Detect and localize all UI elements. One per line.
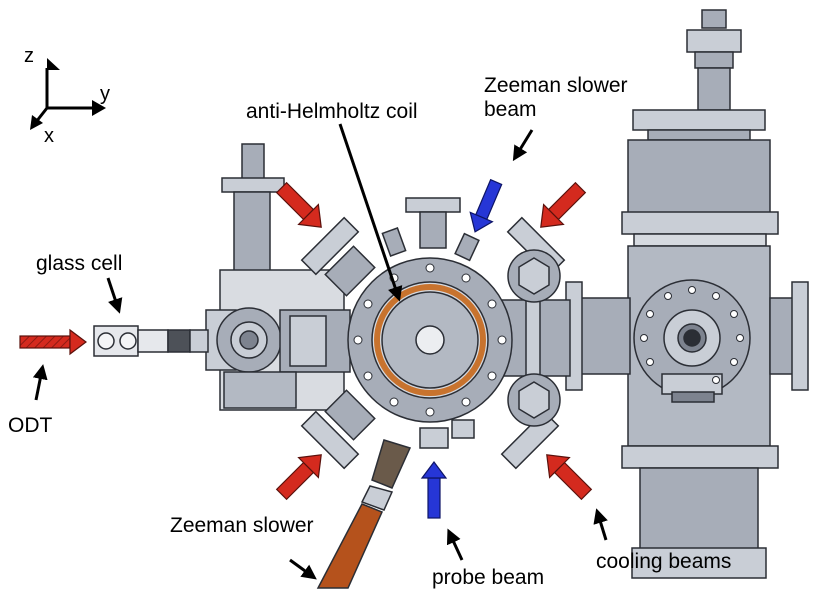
axis-label-y: y bbox=[100, 83, 110, 105]
cooling-beams-label: cooling beams bbox=[596, 550, 732, 573]
blue-beam-arrows bbox=[420, 178, 503, 519]
glass-cell-assembly bbox=[93, 325, 209, 357]
coordinate-axes bbox=[30, 58, 106, 130]
zeeman-slower-pointer bbox=[289, 558, 317, 580]
central-flange-bolts bbox=[353, 263, 507, 417]
probe-beam-pointer bbox=[446, 528, 464, 561]
probe-beam-arrow bbox=[420, 461, 448, 519]
right-vacuum-chamber bbox=[565, 9, 809, 579]
red-beam-arrows bbox=[19, 181, 593, 501]
zeeman-beam-label-line2: beam bbox=[484, 98, 537, 121]
cooling-beam-arrow-lower-left bbox=[275, 454, 322, 501]
axis-label-z: z bbox=[24, 45, 34, 67]
right-flange-bolts bbox=[640, 286, 744, 384]
cooling-beam-arrow-upper-right bbox=[540, 181, 587, 228]
zeeman-beam-arrow bbox=[469, 178, 503, 233]
odt-label: ODT bbox=[8, 414, 53, 437]
probe-beam-label: probe beam bbox=[432, 566, 545, 589]
zeeman-beam-pointer bbox=[512, 129, 534, 162]
pointer-arrows bbox=[32, 123, 608, 580]
axis-label-x: x bbox=[44, 125, 54, 147]
zeeman-beam-label-line1: Zeeman slower bbox=[484, 74, 628, 97]
zeeman-slower-tube bbox=[316, 439, 412, 589]
glass-cell-label: glass cell bbox=[36, 252, 123, 275]
glass-cell-pointer bbox=[106, 277, 123, 314]
cooling-beam-arrow-lower-right bbox=[546, 454, 593, 501]
cooling-beams-pointer bbox=[593, 508, 608, 541]
coil-pointer bbox=[338, 123, 403, 302]
coil-label: anti-Helmholtz coil bbox=[246, 100, 418, 123]
odt-beam-arrow bbox=[19, 328, 87, 356]
cooling-beam-arrow-upper-left bbox=[275, 181, 322, 228]
zeeman-slower-label: Zeeman slower bbox=[170, 514, 314, 537]
odt-pointer bbox=[32, 364, 48, 401]
connecting-tube bbox=[499, 289, 571, 387]
